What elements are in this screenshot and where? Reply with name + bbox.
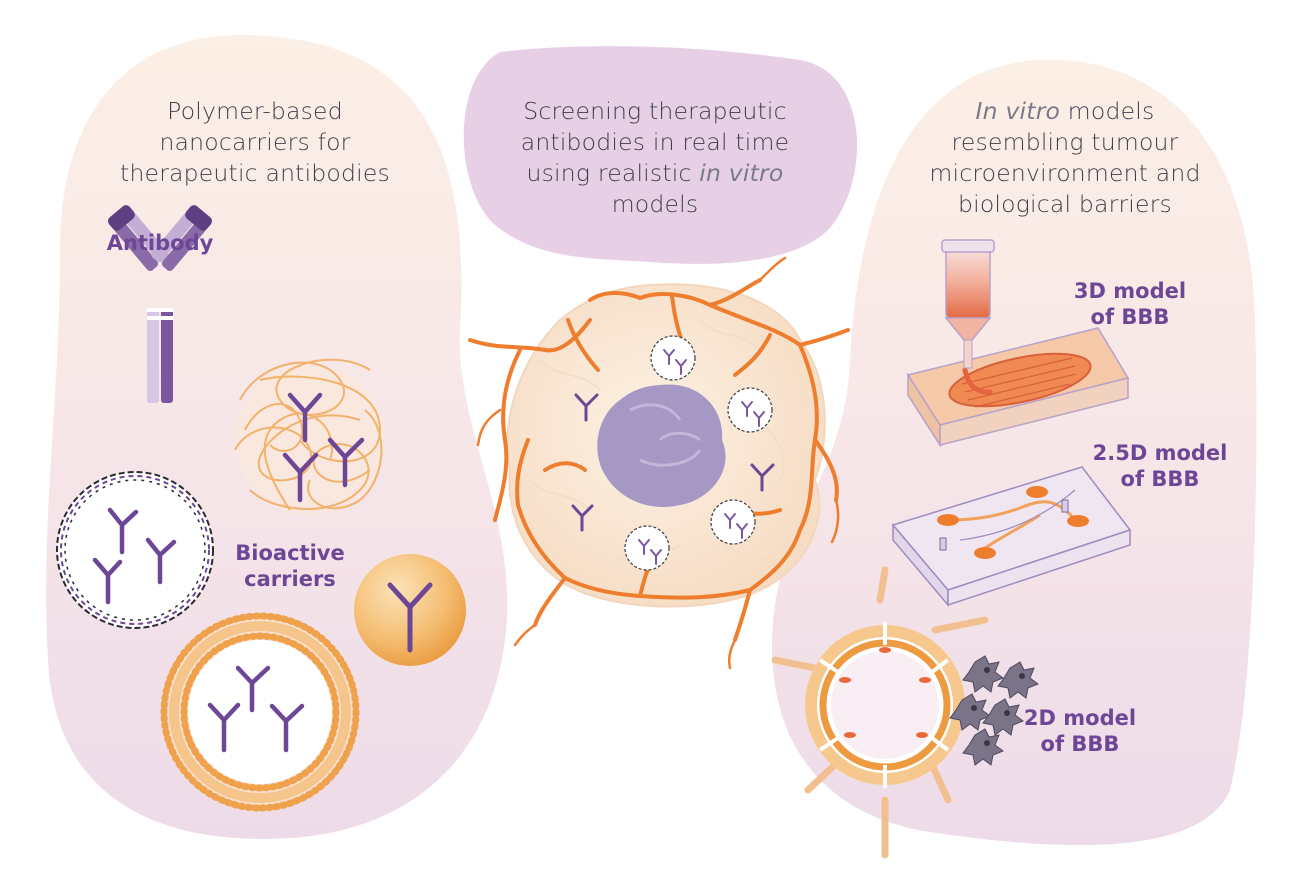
right-title-italic: In vitro [975, 97, 1061, 125]
model-2d-label: 2D model of BBB [1010, 705, 1150, 757]
hydrogel-sphere-icon [354, 554, 466, 666]
microfluidic-chip-icon [891, 466, 1132, 608]
bioactive-line: Bioactive [235, 541, 345, 565]
model-2d-line: of BBB [1040, 732, 1120, 756]
right-title-rest: models [1060, 97, 1155, 125]
polymer-nanocarrier-icon [234, 358, 385, 515]
center-title-line: antibodies in real time [520, 128, 790, 156]
right-title-line: resembling tumour [951, 128, 1179, 156]
tumour-spheroid-icon [468, 256, 850, 670]
model-25d-label: 2.5D model of BBB [1080, 440, 1240, 492]
center-title-line: models [611, 190, 699, 218]
model-25d-line: 2.5D model [1092, 441, 1228, 465]
left-title-line: nanocarriers for [159, 128, 351, 156]
center-title-line: using realistic in vitro [490, 158, 820, 189]
right-title-line: In vitro models [895, 96, 1235, 127]
liposome-icon [160, 612, 360, 812]
left-title-line: therapeutic antibodies [120, 159, 390, 187]
antibody-icon [108, 205, 212, 403]
center-title-prefix: using realistic [526, 159, 700, 187]
left-panel-title: Polymer-based nanocarriers for therapeut… [100, 96, 410, 189]
right-panel-title: In vitro models resembling tumour microe… [895, 96, 1235, 220]
model-25d-line: of BBB [1120, 467, 1200, 491]
bbb-2d-cross-section-icon [771, 566, 1040, 859]
right-title-line: microenvironment and [929, 159, 1201, 187]
tumour-nucleus-icon [597, 384, 726, 507]
center-panel-title: Screening therapeutic antibodies in real… [490, 96, 820, 220]
left-title-line: Polymer-based [167, 97, 343, 125]
center-panel-blob [463, 46, 858, 264]
model-3d-label: 3D model of BBB [1060, 278, 1200, 330]
model-3d-line: of BBB [1090, 305, 1170, 329]
center-title-line: Screening therapeutic [523, 97, 787, 125]
bioprinter-3d-model-icon [906, 239, 1130, 448]
dna-shell-carrier-icon [56, 471, 214, 629]
center-title-italic: in vitro [699, 159, 784, 187]
bioactive-carriers-label: Bioactive carriers [220, 540, 360, 592]
model-2d-line: 2D model [1023, 706, 1137, 730]
antibody-label: Antibody [106, 231, 214, 255]
carriers-line: carriers [244, 567, 336, 591]
right-title-line: biological barriers [957, 190, 1172, 218]
model-3d-line: 3D model [1073, 279, 1187, 303]
